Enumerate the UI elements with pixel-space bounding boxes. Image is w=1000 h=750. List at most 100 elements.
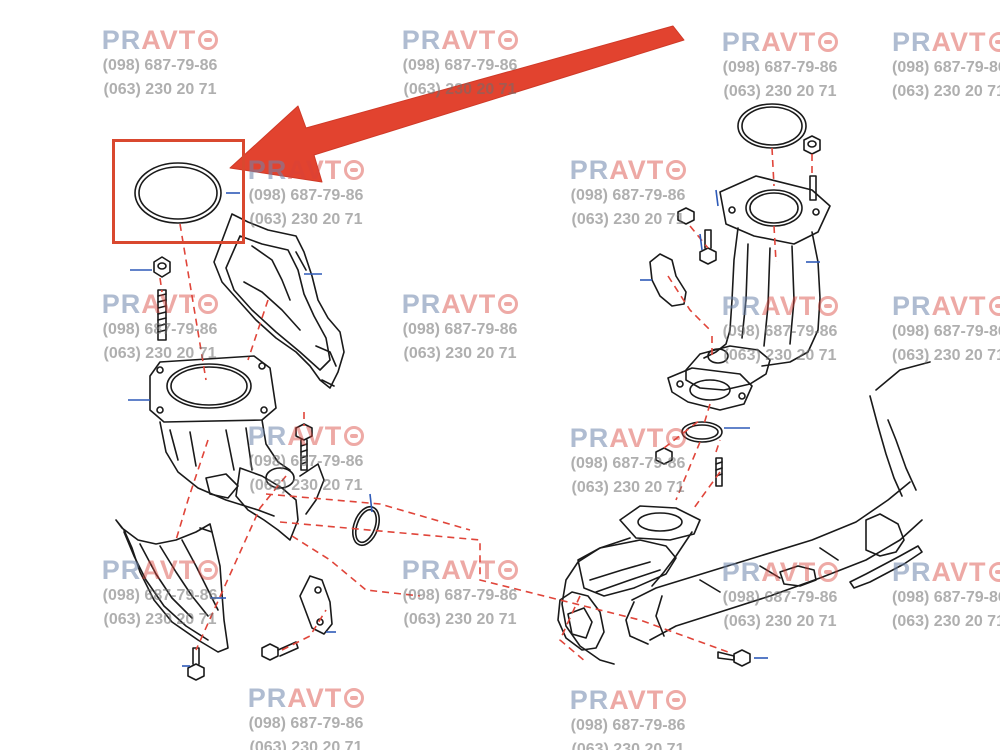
watermark-car-icon — [818, 562, 839, 582]
watermark-logo: PRAVT — [548, 424, 708, 452]
watermark: PRAVT (098) 687-79-86 (063) 230 20 71 — [80, 290, 240, 366]
watermark: PRAVT (098) 687-79-86 (063) 230 20 71 — [380, 290, 540, 366]
watermark-car-icon — [988, 296, 1000, 316]
watermark-phone-1: (098) 687-79-86 — [402, 321, 518, 338]
catalytic-converter-left — [149, 355, 325, 541]
watermark-phone-2: (063) 230 20 71 — [249, 739, 363, 750]
watermark-logo: PRAVT — [892, 292, 1000, 320]
watermark-phone-1: (098) 687-79-86 — [102, 321, 218, 338]
watermark-logo: PRAVT — [80, 290, 240, 318]
watermark-phone-1: (098) 687-79-86 — [248, 453, 364, 470]
watermark-car-icon — [198, 560, 219, 580]
watermark-logo: PRAVT — [226, 422, 386, 450]
nut-right — [803, 135, 821, 155]
watermark: PRAVT (098) 687-79-86 (063) 230 20 71 — [700, 292, 860, 368]
watermark-logo: PRAVT — [700, 292, 860, 320]
watermark-phone-1: (098) 687-79-86 — [570, 455, 686, 472]
watermark-car-icon — [988, 562, 1000, 582]
watermark: PRAVT (098) 687-79-86 (063) 230 20 71 — [892, 28, 1000, 104]
watermark-phone-2: (063) 230 20 71 — [723, 613, 837, 630]
nut-left — [153, 256, 171, 278]
watermark-logo: PRAVT — [892, 558, 1000, 586]
bracket-right — [649, 253, 687, 307]
watermark-logo: PRAVT — [380, 556, 540, 584]
heat-shield-lower — [115, 519, 229, 653]
stud-right — [809, 175, 817, 201]
watermark-phone-1: (098) 687-79-86 — [402, 57, 518, 74]
stud-left — [157, 289, 167, 341]
watermark-car-icon — [988, 32, 1000, 52]
gasket-small-left — [352, 505, 380, 547]
watermark-phone-2: (063) 230 20 71 — [892, 613, 1000, 630]
watermark-phone-2: (063) 230 20 71 — [403, 345, 517, 362]
watermark-logo: PRAVT — [226, 156, 386, 184]
bolt-lower-mid — [261, 641, 299, 661]
highlight-box-gasket — [112, 139, 245, 244]
watermark: PRAVT (098) 687-79-86 (063) 230 20 71 — [80, 26, 240, 102]
watermark-phone-1: (098) 687-79-86 — [248, 715, 364, 732]
watermark-phone-2: (063) 230 20 71 — [403, 81, 517, 98]
watermark: PRAVT (098) 687-79-86 (063) 230 20 71 — [892, 292, 1000, 368]
watermark-phone-2: (063) 230 20 71 — [723, 347, 837, 364]
watermark: PRAVT (098) 687-79-86 (063) 230 20 71 — [548, 156, 708, 232]
watermark-car-icon — [498, 30, 519, 50]
watermark-phone-2: (063) 230 20 71 — [571, 741, 685, 750]
watermark-phone-1: (098) 687-79-86 — [102, 587, 218, 604]
watermark-phone-1: (098) 687-79-86 — [892, 323, 1000, 340]
watermark-phone-2: (063) 230 20 71 — [892, 347, 1000, 364]
watermark-logo: PRAVT — [548, 156, 708, 184]
watermark-phone-1: (098) 687-79-86 — [570, 717, 686, 734]
watermark-car-icon — [344, 426, 365, 446]
watermark-logo: PRAVT — [700, 28, 860, 56]
watermark-logo: PRAVT — [226, 684, 386, 712]
watermark-logo: PRAVT — [700, 558, 860, 586]
annotation-arrow — [229, 25, 685, 183]
watermark-phone-2: (063) 230 20 71 — [249, 477, 363, 494]
watermark: PRAVT (098) 687-79-86 (063) 230 20 71 — [80, 556, 240, 632]
watermark-car-icon — [818, 32, 839, 52]
watermark-phone-2: (063) 230 20 71 — [403, 611, 517, 628]
flange-lower-right — [667, 367, 753, 411]
watermark-phone-1: (098) 687-79-86 — [892, 59, 1000, 76]
watermark-phone-2: (063) 230 20 71 — [571, 211, 685, 228]
watermark: PRAVT (098) 687-79-86 (063) 230 20 71 — [548, 424, 708, 500]
o-ring-gasket-right — [737, 103, 807, 149]
watermark: PRAVT (098) 687-79-86 (063) 230 20 71 — [380, 26, 540, 102]
watermark-logo: PRAVT — [892, 28, 1000, 56]
watermark-car-icon — [498, 560, 519, 580]
watermark-car-icon — [498, 294, 519, 314]
watermark-logo: PRAVT — [80, 556, 240, 584]
watermark: PRAVT (098) 687-79-86 (063) 230 20 71 — [226, 422, 386, 498]
watermark: PRAVT (098) 687-79-86 (063) 230 20 71 — [380, 556, 540, 632]
watermark-phone-1: (098) 687-79-86 — [722, 589, 838, 606]
watermark-logo: PRAVT — [380, 26, 540, 54]
watermark-car-icon — [666, 160, 687, 180]
watermark-car-icon — [198, 30, 219, 50]
watermark: PRAVT (098) 687-79-86 (063) 230 20 71 — [226, 156, 386, 232]
watermark-phone-2: (063) 230 20 71 — [723, 83, 837, 100]
watermark-logo: PRAVT — [80, 26, 240, 54]
watermark-phone-1: (098) 687-79-86 — [892, 589, 1000, 606]
o-ring-gasket-left — [134, 162, 222, 224]
watermark-phone-2: (063) 230 20 71 — [892, 83, 1000, 100]
watermark: PRAVT (098) 687-79-86 (063) 230 20 71 — [700, 558, 860, 634]
watermark-car-icon — [666, 428, 687, 448]
watermark: PRAVT (098) 687-79-86 (063) 230 20 71 — [892, 558, 1000, 634]
watermark-car-icon — [344, 688, 365, 708]
watermark-phone-1: (098) 687-79-86 — [248, 187, 364, 204]
watermark-car-icon — [666, 690, 687, 710]
watermark-car-icon — [818, 296, 839, 316]
watermark-phone-2: (063) 230 20 71 — [249, 211, 363, 228]
watermark-phone-2: (063) 230 20 71 — [103, 611, 217, 628]
watermark-phone-1: (098) 687-79-86 — [402, 587, 518, 604]
watermark-logo: PRAVT — [548, 686, 708, 714]
watermark-car-icon — [198, 294, 219, 314]
watermark-phone-1: (098) 687-79-86 — [102, 57, 218, 74]
watermark-car-icon — [344, 160, 365, 180]
watermark-phone-1: (098) 687-79-86 — [570, 187, 686, 204]
bracket-left — [299, 575, 333, 635]
front-pipe-dual-catalyst — [557, 361, 931, 665]
watermark: PRAVT (098) 687-79-86 (063) 230 20 71 — [548, 686, 708, 750]
watermark-phone-2: (063) 230 20 71 — [103, 345, 217, 362]
